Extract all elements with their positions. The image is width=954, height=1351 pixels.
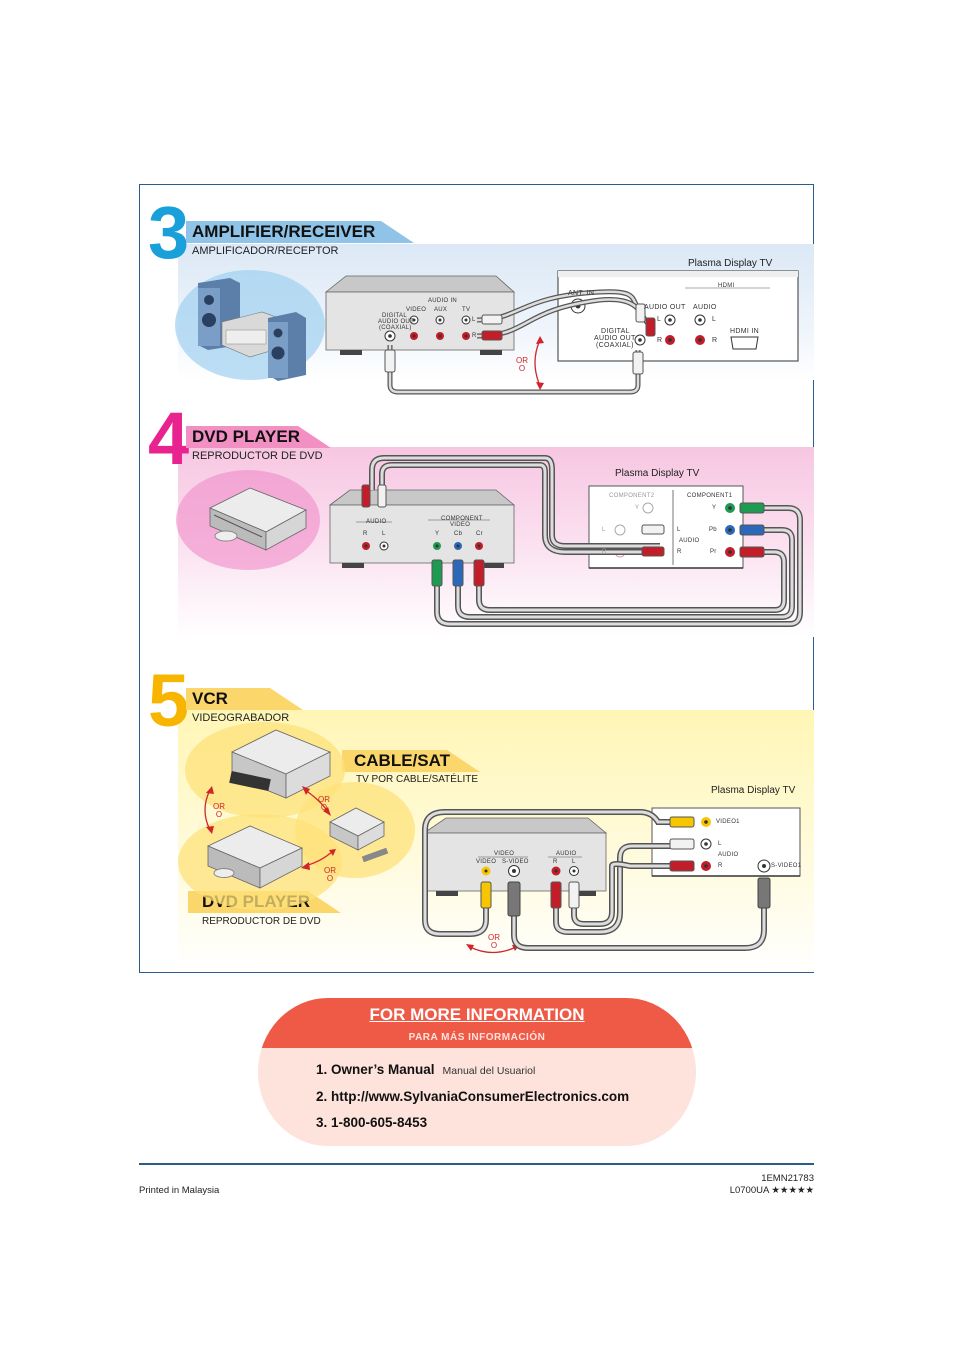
tv3-hdmi-label: HDMI — [718, 283, 735, 289]
receiver-aux-label: AUX — [434, 307, 448, 313]
tv3-audio-label: AUDIO — [693, 304, 717, 311]
footer-code-1: 1EMN21783 — [761, 1173, 814, 1184]
cable-sat-subtitle: TV POR CABLE/SATÉLITE — [356, 774, 479, 785]
step-3-title: AMPLIFIER/RECEIVER — [192, 222, 376, 241]
dvd-cb-label: Cb — [454, 531, 463, 537]
step-3-number: 3 — [148, 191, 189, 274]
step-5-title: VCR — [192, 689, 228, 708]
receiver-audio-in-label: AUDIO IN — [428, 298, 458, 304]
tv4-pb-label: Pb — [709, 527, 717, 533]
tv3-digital-out-2: AUDIO OUT — [594, 335, 636, 342]
receiver-r-label: R — [472, 333, 477, 339]
step-3-tv-label: Plasma Display TV — [688, 258, 773, 269]
tv3-audio-r-label: R — [712, 337, 718, 344]
cable-sat-tab: CABLE/SAT — [342, 750, 492, 772]
tv4-comp2-l-label: L — [602, 527, 606, 533]
dvd-cr-label: Cr — [476, 531, 483, 537]
step-4-subtitle: REPRODUCTOR DE DVD — [192, 450, 323, 462]
step-5-tv-label: Plasma Display TV — [711, 785, 796, 796]
footer-code-2: L0700UA ★★★★★ — [729, 1185, 814, 1196]
step-4-tv-label: Plasma Display TV — [615, 468, 700, 479]
tv5-r-label: R — [718, 863, 723, 869]
info-owners-manual: 1. Owner’s Manual Manual del Usuariol — [316, 1062, 535, 1077]
tv4-comp2-y-label: Y — [635, 505, 640, 511]
tv4-audio-label: AUDIO — [679, 538, 700, 544]
tv4-component2-label: COMPONENT2 — [609, 493, 655, 499]
footer-codes: 1EMN21783 L0700UA ★★★★★ — [730, 1173, 814, 1197]
info-owners-manual-text: 1. Owner’s Manual — [316, 1062, 435, 1077]
dvd-audio-label: AUDIO — [366, 519, 387, 525]
vcr-video-label: VIDEO — [476, 859, 497, 865]
cable-sat-title: CABLE/SAT — [354, 751, 451, 770]
footer-printed: Printed in Malaysia — [139, 1185, 220, 1196]
step-4-title: DVD PLAYER — [192, 427, 301, 446]
receiver-digital-out-2: AUDIO OUT — [378, 319, 415, 325]
receiver-l-label: L — [472, 317, 476, 323]
step-4-number: 4 — [148, 397, 189, 480]
step-4-tab: DVD PLAYER — [186, 426, 336, 448]
tv5-audio-label: AUDIO — [718, 852, 739, 858]
dvd-player-5-subtitle: REPRODUCTOR DE DVD — [202, 916, 321, 927]
tv3-audio-out-label: AUDIO OUT — [644, 304, 686, 311]
info-title: FOR MORE INFORMATION — [369, 1005, 585, 1024]
dvd-l-label: L — [382, 531, 386, 537]
vcr-svideo-label: S-VIDEO — [502, 859, 529, 865]
step-3-subtitle: AMPLIFICADOR/RECEPTOR — [192, 245, 339, 257]
tv5-svideo1-label: S-VIDEO1 — [771, 863, 802, 869]
vcr-video-group-label: VIDEO — [494, 851, 515, 857]
tv4-comp2-r-label: R — [602, 549, 607, 555]
info-subtitle: PARA MÁS INFORMACIÓN — [408, 1032, 546, 1043]
info-website-link[interactable]: 2. http://www.SylvaniaConsumerElectronic… — [316, 1089, 630, 1104]
tv3-r-label: R — [657, 337, 663, 344]
vcr-audio-group-label: AUDIO — [556, 851, 577, 857]
step-5-number: 5 — [148, 659, 189, 742]
info-box — [258, 998, 696, 1146]
vcr-r-label: R — [553, 859, 558, 865]
receiver-digital-out-3: (COAXIAL) — [379, 325, 412, 331]
step-3-tab: AMPLIFIER/RECEIVER — [186, 221, 416, 243]
tv4-component1-label: COMPONENT1 — [687, 493, 733, 499]
tv3-digital-out-3: (COAXIAL) — [596, 342, 634, 349]
tv4-r-label: R — [677, 549, 682, 555]
step-5-subtitle: VIDEOGRABADOR — [192, 712, 290, 724]
dvd-r-label: R — [363, 531, 368, 537]
dvd-component-label-2: VIDEO — [450, 522, 471, 528]
footer-divider — [139, 1163, 814, 1165]
info-owners-manual-note: Manual del Usuariol — [442, 1065, 536, 1077]
receiver-tv-label: TV — [462, 307, 471, 313]
tv3-l-label: L — [657, 316, 662, 323]
step-5-tab: VCR — [186, 688, 311, 710]
tv4-l-label: L — [677, 527, 681, 533]
receiver-video-label: VIDEO — [406, 307, 427, 313]
receiver-digital-out-1: DIGITAL — [382, 313, 407, 319]
tv3-hdmi-in-label: HDMI IN — [730, 328, 759, 335]
tv5-l-label: L — [718, 841, 722, 847]
tv4-y-label: Y — [712, 505, 717, 511]
tv3-audio-l-label: L — [712, 316, 717, 323]
dvd-y-label: Y — [435, 531, 440, 537]
vcr-l-label: L — [572, 859, 576, 865]
tv4-pr-label: Pr — [710, 549, 717, 555]
dvd-component-label-1: COMPONENT — [441, 516, 483, 522]
tv5-video1-label: VIDEO1 — [716, 819, 740, 825]
tv3-ant-in-label: ANT. IN — [568, 290, 595, 297]
tv3-digital-out-1: DIGITAL — [601, 328, 630, 335]
info-phone-number: 3. 1-800-605-8453 — [316, 1115, 428, 1130]
